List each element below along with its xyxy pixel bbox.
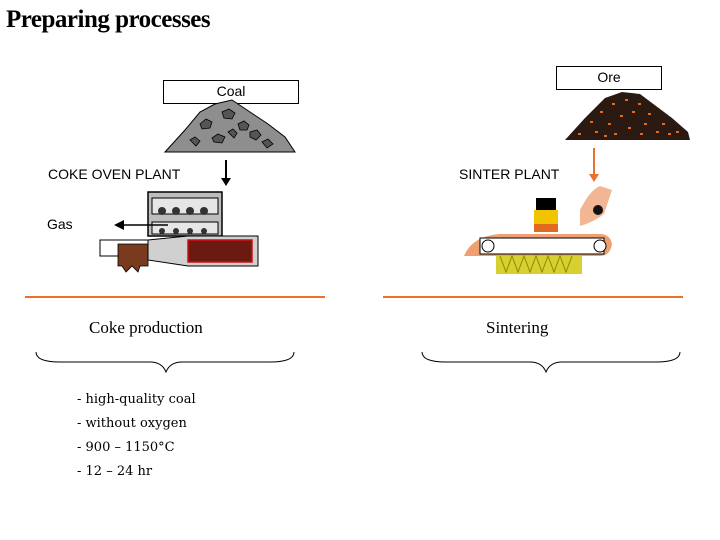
sinter-divider-rule — [383, 296, 683, 298]
sinter-plant-label: SINTER PLANT — [459, 166, 560, 182]
coke-divider-rule — [25, 296, 325, 298]
list-item: - high-quality coal — [77, 392, 196, 407]
gas-label: Gas — [47, 216, 73, 232]
process-diagram — [25, 92, 690, 298]
coke-production-heading: Coke production — [89, 318, 203, 337]
gas-arrow-icon — [114, 220, 168, 230]
ore-feed-arrow-icon — [589, 148, 599, 182]
list-item: - 900 – 1150°C — [77, 440, 175, 455]
braces — [35, 351, 681, 374]
list-item: - 12 – 24 hr — [77, 464, 153, 479]
sintering-heading: Sintering — [486, 318, 549, 337]
ore-pile-icon — [565, 92, 690, 140]
list-item: - without oxygen — [77, 416, 187, 431]
coke-oven-icon — [99, 191, 259, 273]
coal-box: Coal — [163, 80, 299, 104]
coal-feed-arrow-icon — [221, 160, 231, 186]
sinter-brace-icon — [421, 351, 681, 374]
coke-brace-icon — [35, 351, 295, 374]
coke-oven-plant-label: COKE OVEN PLANT — [48, 166, 181, 182]
sinter-plant-icon — [464, 186, 612, 274]
coal-pile-icon — [163, 99, 296, 153]
page-title: Preparing processes — [6, 6, 211, 33]
coke-details-list: - high-quality coal - without oxygen - 9… — [77, 388, 196, 484]
ore-box: Ore — [556, 66, 662, 90]
